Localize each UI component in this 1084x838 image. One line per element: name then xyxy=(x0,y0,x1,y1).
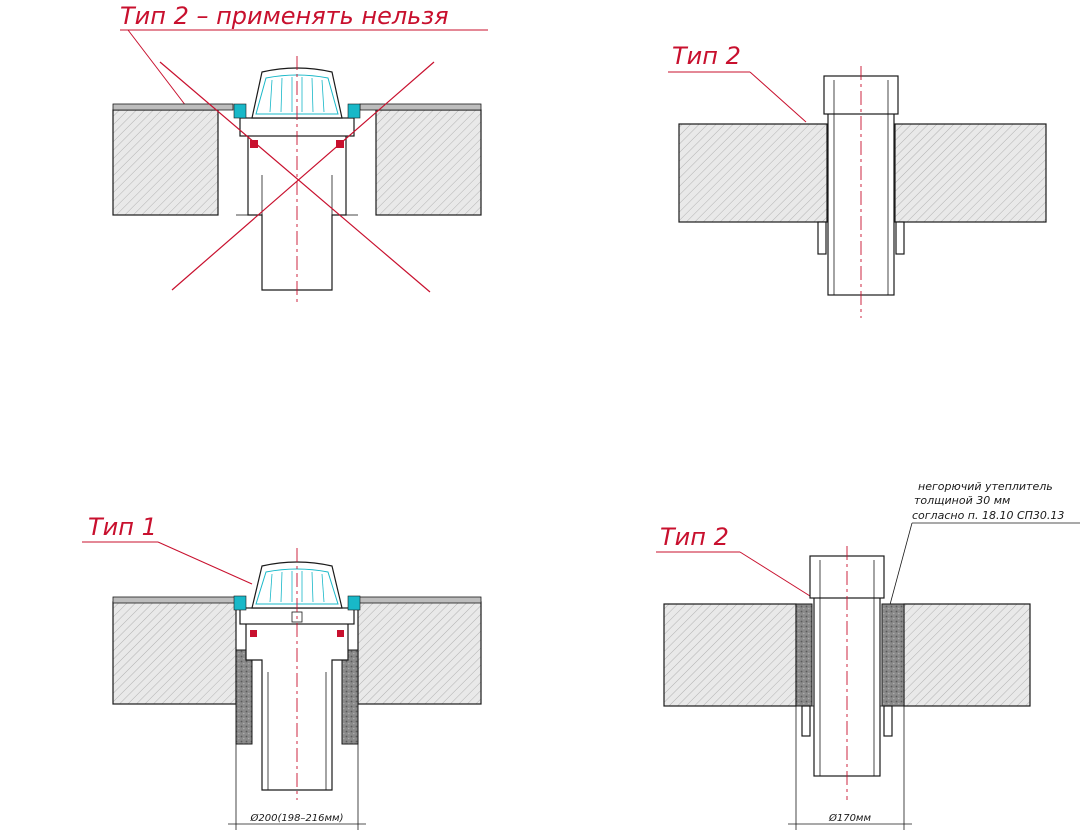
leader-line xyxy=(739,551,811,597)
dimension-type1: Ø200(198–216мм) xyxy=(249,812,343,824)
leader-line xyxy=(749,71,807,123)
dimension-type2: Ø170мм xyxy=(828,812,872,824)
concrete-slab-right xyxy=(903,603,1031,707)
label-type2-top: Тип 2 xyxy=(672,42,741,70)
concrete-slab-left xyxy=(112,109,219,216)
clamp-right xyxy=(347,103,361,119)
panel-type1: Тип 1 Ø200(198–216мм) xyxy=(82,513,482,830)
insulation-right xyxy=(881,603,905,707)
label-type2-forbidden: Тип 2 – применять нельзя xyxy=(120,2,449,30)
concrete-slab-right xyxy=(894,123,1047,223)
roof-membrane-right xyxy=(359,103,482,111)
concrete-slab-right xyxy=(375,109,482,216)
cross-out-line xyxy=(171,61,435,291)
roof-membrane-right xyxy=(351,596,482,604)
roof-membrane-left xyxy=(112,103,234,111)
panel-type2-insulated: Тип 2 негорючий утеплитель толщиной 30 м… xyxy=(656,480,1080,830)
panel-type2-top: Тип 2 xyxy=(668,42,1047,318)
clamp-left xyxy=(233,103,247,119)
fire-sleeve-left xyxy=(235,649,253,745)
clamp-left xyxy=(233,595,247,611)
concrete-slab-left xyxy=(663,603,797,707)
label-type1: Тип 1 xyxy=(88,513,157,541)
concrete-slab-right xyxy=(357,601,482,705)
clamp-right xyxy=(347,595,361,611)
panel-type2-forbidden: Тип 2 – применять нельзя xyxy=(112,2,488,305)
roof-membrane-left xyxy=(112,596,242,604)
label-type2-bottom: Тип 2 xyxy=(660,523,729,551)
fire-sleeve-right xyxy=(341,649,359,745)
insulation-note-line2: толщиной 30 мм xyxy=(914,494,1010,507)
leader-line xyxy=(157,541,253,585)
cross-out-line xyxy=(159,61,431,293)
concrete-slab-left xyxy=(678,123,828,223)
insulation-note-line3: согласно п. 18.10 СП30.13 xyxy=(912,509,1064,522)
insulation-left xyxy=(795,603,813,707)
concrete-slab-left xyxy=(112,601,237,705)
leader-line xyxy=(887,522,913,613)
insulation-note-line1: негорючий утеплитель xyxy=(918,480,1053,493)
leader-line xyxy=(127,29,187,107)
